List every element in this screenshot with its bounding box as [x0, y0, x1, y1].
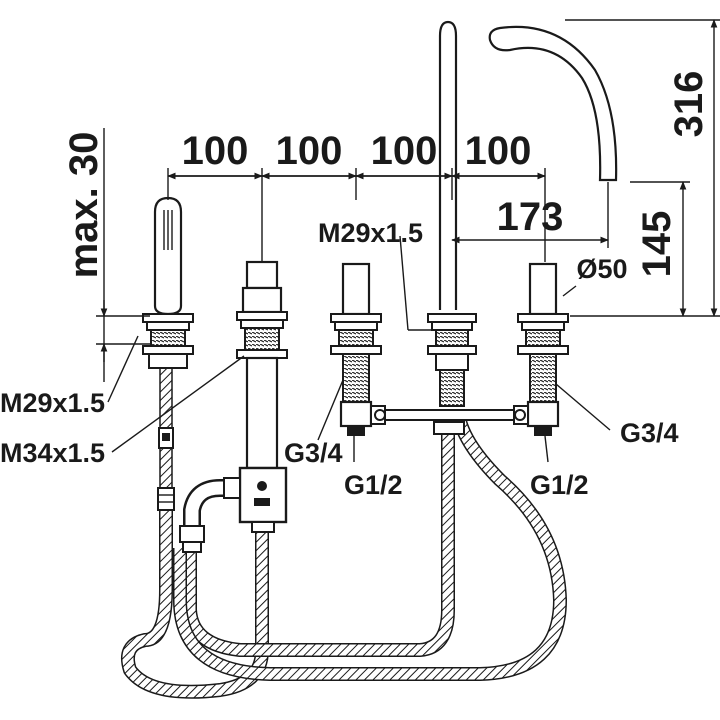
hand-shower: [142, 196, 194, 369]
thread-spout-m29: M29x1.5: [318, 218, 423, 248]
dim-diameter: Ø50: [576, 254, 627, 284]
dimension-lines: [96, 19, 720, 463]
dim-spacing-1: 100: [182, 129, 249, 173]
thread-valve-right-g34: G3/4: [620, 418, 679, 448]
thread-valve-right-g12: G1/2: [530, 470, 589, 500]
left-valve: [330, 262, 516, 436]
braided-hoses: [120, 367, 568, 699]
dim-spacing-3: 100: [371, 129, 438, 173]
thread-left-m29: M29x1.5: [0, 388, 105, 418]
thread-valve-left-g12: G1/2: [344, 470, 403, 500]
dim-spout-reach: 173: [497, 195, 564, 239]
right-valve: [513, 262, 569, 436]
dim-spacing-4: 100: [465, 129, 532, 173]
dim-outlet-height: 145: [635, 211, 679, 278]
dim-max-thickness: max. 30: [62, 132, 106, 279]
thread-left-m34: M34x1.5: [0, 438, 105, 468]
dimension-labels: 100 100 100 100 173 Ø50 max. 30 316 145 …: [0, 71, 711, 500]
diverter-valve: [179, 260, 288, 553]
spout: [427, 20, 618, 435]
dim-spout-height: 316: [667, 71, 711, 138]
thread-valve-left-g34: G3/4: [284, 438, 343, 468]
dim-spacing-2: 100: [276, 129, 343, 173]
